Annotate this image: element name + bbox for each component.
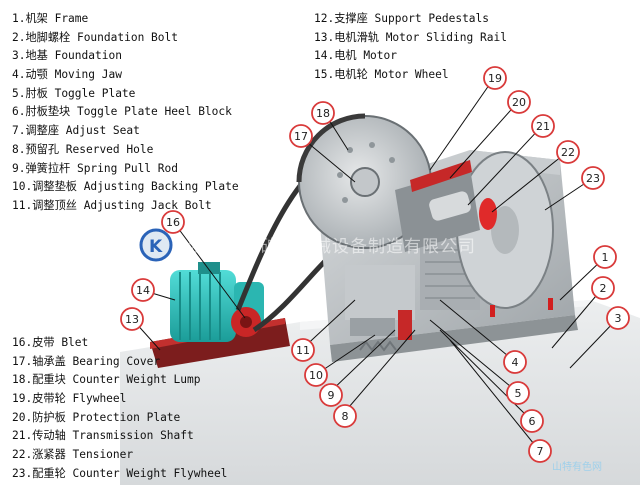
legend-item: 13.电机滑轨 Motor Sliding Rail [314, 30, 507, 44]
motor [170, 262, 264, 342]
legend-item: 9.弹簧拉杆 Spring Pull Rod [12, 161, 178, 175]
legend-item: 20.防护板 Protection Plate [12, 410, 181, 424]
legend-parts-16-23: 16.皮带 Blet 17.轴承盖 Bearing Cover 18.配重块 C… [12, 334, 227, 484]
callout-8: 8 [342, 410, 349, 423]
legend-item: 11.调整顶丝 Adjusting Jack Bolt [12, 198, 212, 212]
callout-16: 16 [166, 216, 180, 229]
legend-item: 17.轴承盖 Bearing Cover [12, 354, 161, 368]
callout-1: 1 [602, 251, 609, 264]
legend-item: 3.地基 Foundation [12, 49, 122, 63]
callout-2: 2 [600, 282, 607, 295]
legend-parts-1-11: 1.机架 Frame 2.地脚螺栓 Foundation Bolt 3.地基 F… [12, 10, 239, 216]
callout-5: 5 [515, 387, 522, 400]
foundation-bolts [490, 298, 553, 317]
callout-11: 11 [296, 344, 310, 357]
legend-item: 5.肘板 Toggle Plate [12, 86, 136, 100]
legend-item: 14.电机 Motor [314, 49, 397, 63]
callout-19: 19 [488, 72, 502, 85]
callout-6: 6 [529, 415, 536, 428]
legend-parts-12-15: 12.支撑座 Support Pedestals 13.电机滑轨 Motor S… [314, 10, 507, 85]
legend-item: 4.动颚 Moving Jaw [12, 68, 122, 82]
callout-18: 18 [316, 107, 330, 120]
callout-22: 22 [561, 146, 575, 159]
legend-item: 10.调整垫板 Adjusting Backing Plate [12, 180, 239, 194]
callout-7: 7 [537, 445, 544, 458]
legend-item: 6.肘板垫块 Toggle Plate Heel Block [12, 105, 232, 119]
source-watermark: 山特有色网 [552, 462, 602, 473]
legend-item: 18.配重块 Counter Weight Lump [12, 373, 201, 387]
callout-3: 3 [615, 312, 622, 325]
callout-9: 9 [328, 389, 335, 402]
callout-4: 4 [512, 356, 519, 369]
callout-23: 23 [586, 172, 600, 185]
flywheel [296, 113, 432, 249]
legend-item: 16.皮带 Blet [12, 336, 89, 349]
legend-item: 23.配重轮 Counter Weight Flywheel [12, 466, 228, 480]
callout-21: 21 [536, 120, 550, 133]
company-logo: K [139, 228, 173, 262]
legend-item: 2.地脚螺栓 Foundation Bolt [12, 30, 178, 44]
company-watermark: 江西恒昌矿山机械设备制造有限公司 [188, 237, 476, 257]
legend-item: 1.机架 Frame [12, 12, 89, 25]
legend-item: 22.涨紧器 Tensioner [12, 448, 134, 462]
callout-circles [120, 66, 630, 463]
legend-item: 12.支撑座 Support Pedestals [314, 12, 490, 25]
legend-item: 21.传动轴 Transmission Shaft [12, 429, 194, 443]
svg-text:K: K [149, 237, 163, 257]
transmission-shaft [395, 160, 497, 252]
legend-item: 8.预留孔 Reserved Hole [12, 142, 154, 156]
callout-14: 14 [136, 284, 150, 297]
legend-item: 19.皮带轮 Flywheel [12, 392, 127, 406]
legend-item: 7.调整座 Adjust Seat [12, 124, 140, 138]
legend-item: 15.电机轮 Motor Wheel [314, 68, 449, 82]
callout-13: 13 [125, 313, 139, 326]
callout-17: 17 [294, 130, 308, 143]
callout-10: 10 [309, 369, 323, 382]
callout-numbers: 1 2 3 4 5 6 7 8 9 10 11 12 13 14 16 17 1… [125, 72, 622, 458]
callout-20: 20 [512, 96, 526, 109]
